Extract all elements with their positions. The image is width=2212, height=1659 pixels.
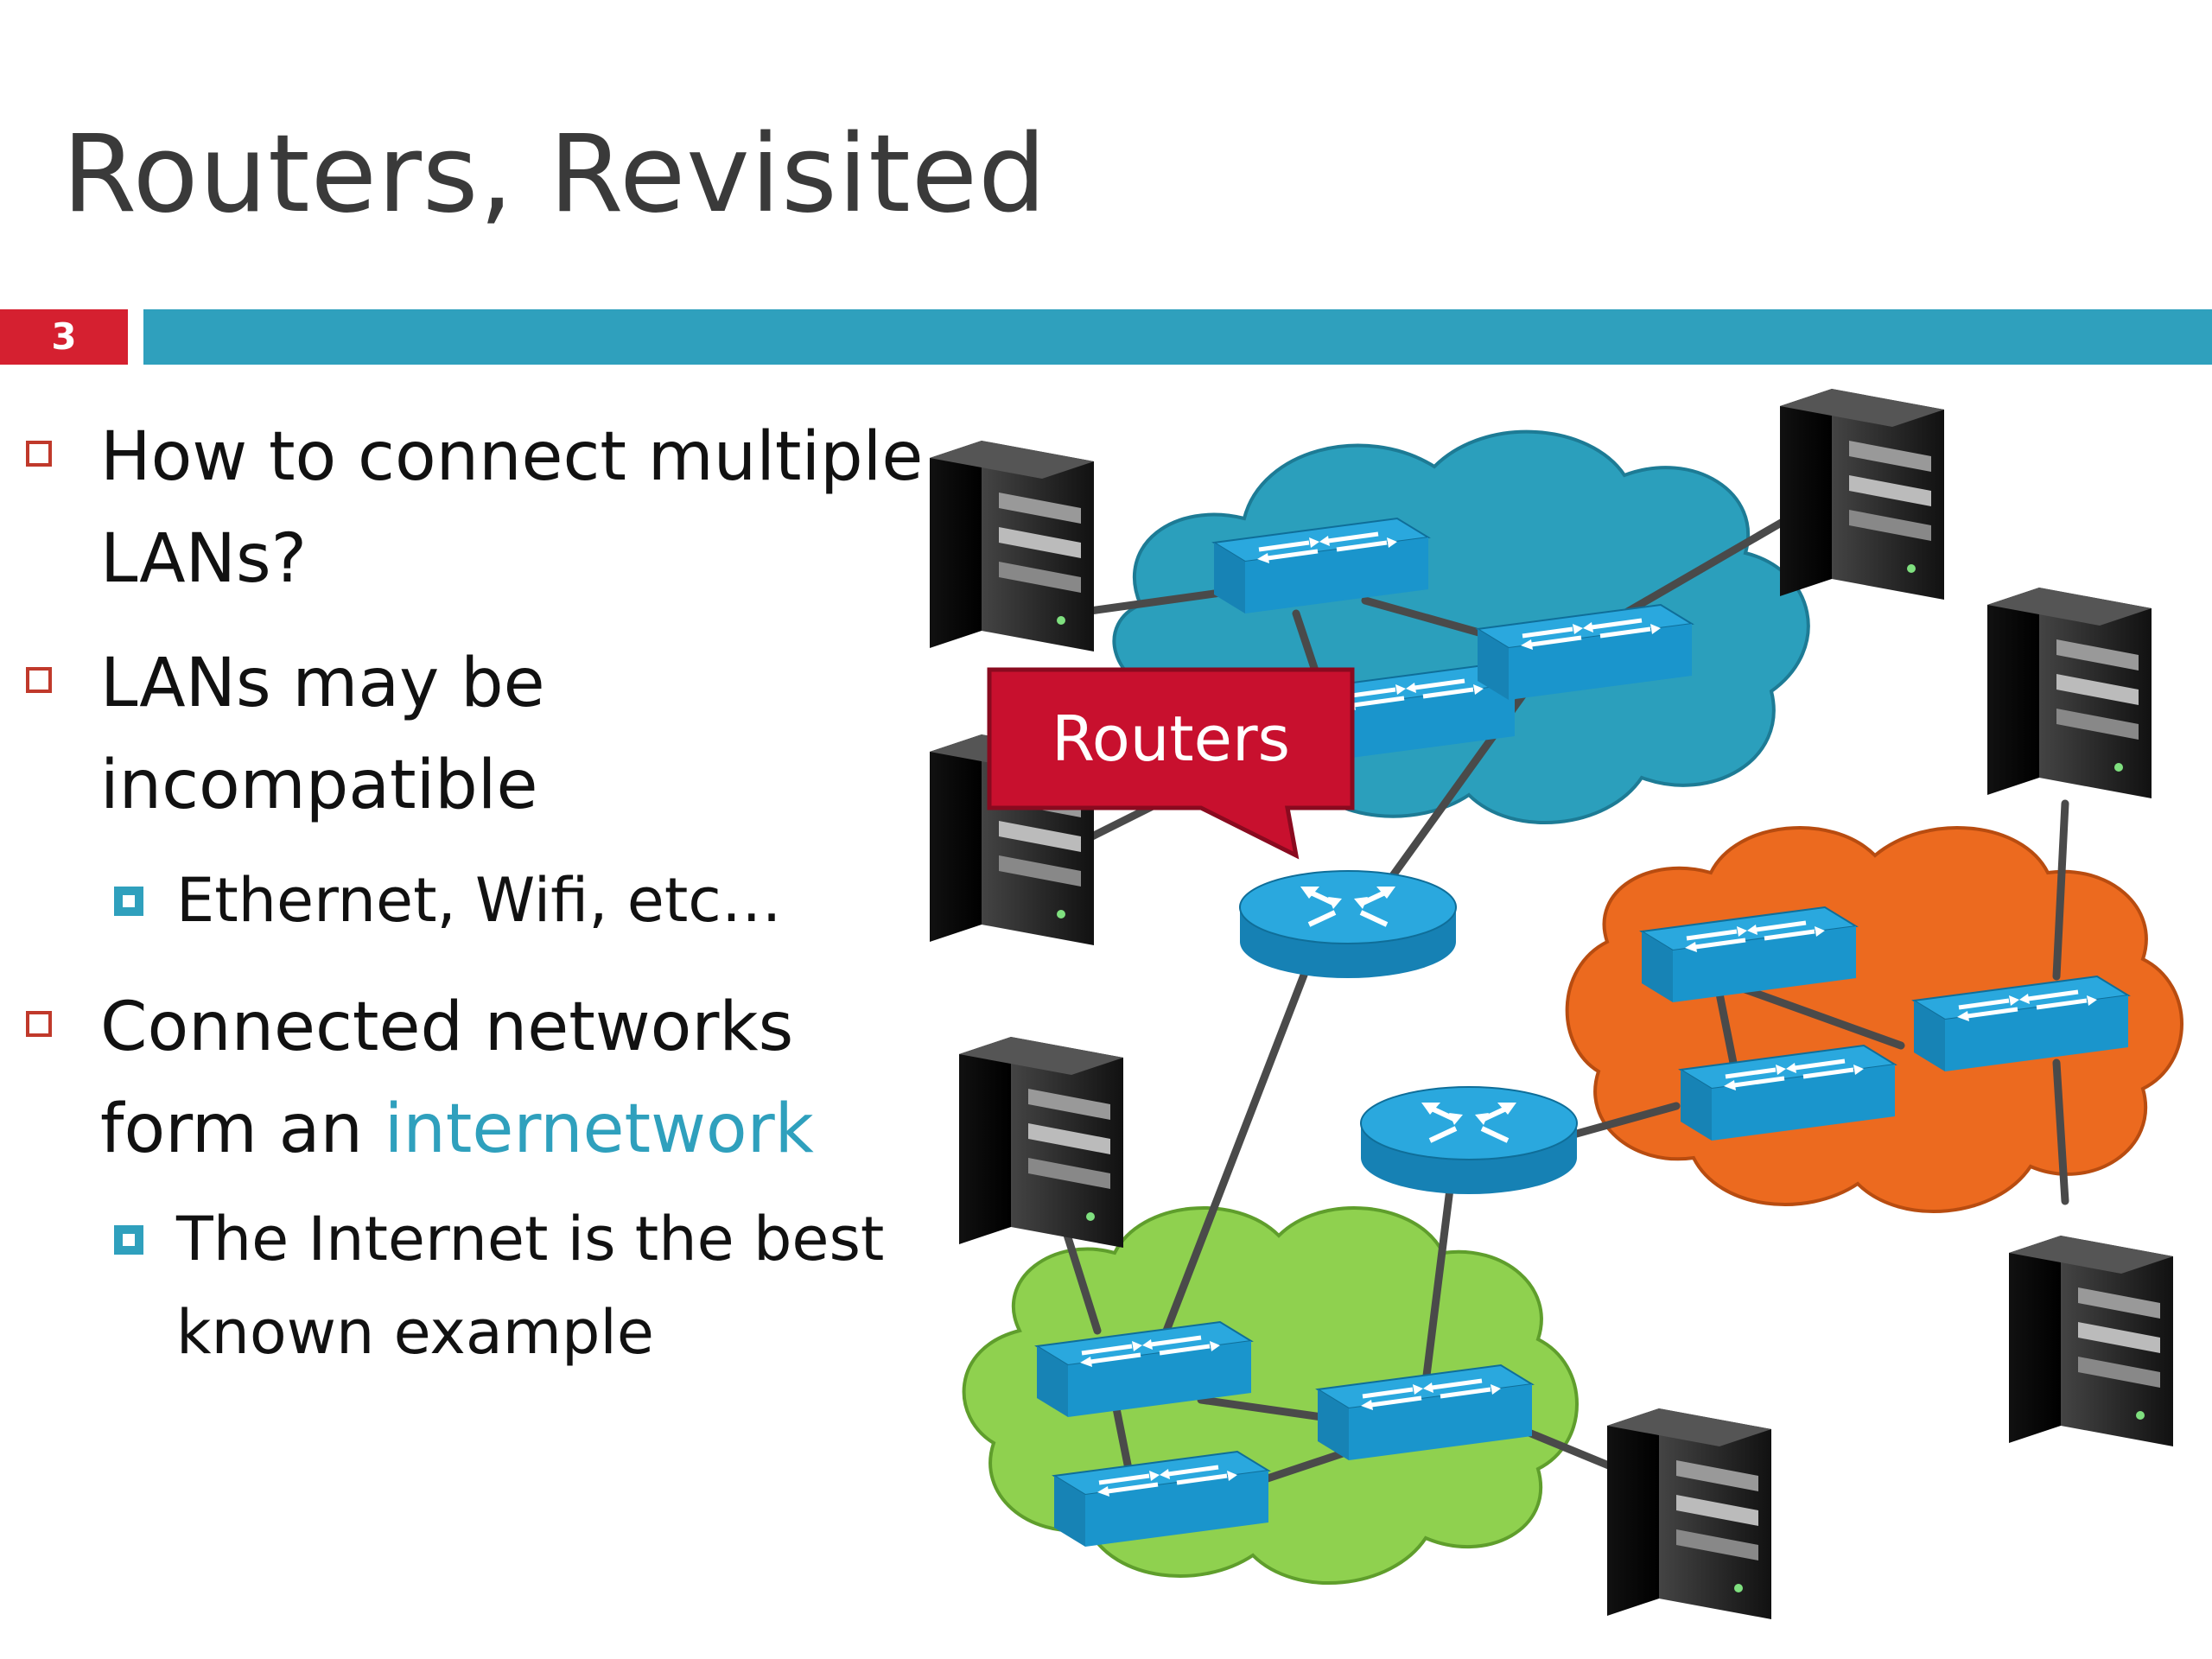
router-icon bbox=[1240, 871, 1456, 978]
routers-callout: Routers bbox=[987, 667, 1355, 860]
sub-bullet-internet-example: The Internet is the best known example bbox=[114, 1192, 919, 1379]
server-icon bbox=[2009, 1236, 2173, 1446]
sub-bullet-ethernet-wifi: Ethernet, Wifi, etc… bbox=[114, 854, 919, 947]
bullet-connect-lans: How to connect multiple LANs? bbox=[26, 406, 930, 610]
router-icon bbox=[1361, 1087, 1577, 1194]
slide-title: Routers, Revisited bbox=[62, 112, 1047, 237]
server-icon bbox=[1607, 1408, 1771, 1619]
server-icon bbox=[1987, 588, 2152, 798]
square-bullet-icon bbox=[26, 441, 52, 467]
server-icon bbox=[930, 441, 1094, 652]
accent-bar bbox=[143, 309, 2212, 365]
server-icon bbox=[959, 1037, 1123, 1248]
network-diagram: Routers bbox=[930, 389, 2183, 1619]
square-bullet-icon bbox=[26, 1011, 52, 1037]
filled-square-bullet-icon bbox=[114, 887, 143, 916]
internetwork-term: internetwork bbox=[384, 1090, 814, 1168]
callout-label: Routers bbox=[1052, 702, 1290, 775]
server-icon bbox=[1780, 389, 1944, 600]
filled-square-bullet-icon bbox=[114, 1225, 143, 1255]
slide-number: 3 bbox=[0, 309, 128, 365]
bullet-connected-networks: Connected networks form an internetwork bbox=[26, 976, 930, 1180]
bullet-lans-incompatible: LANs may be incompatible bbox=[26, 632, 930, 836]
square-bullet-icon bbox=[26, 667, 52, 693]
slide-header-bar: 3 bbox=[0, 309, 2212, 365]
